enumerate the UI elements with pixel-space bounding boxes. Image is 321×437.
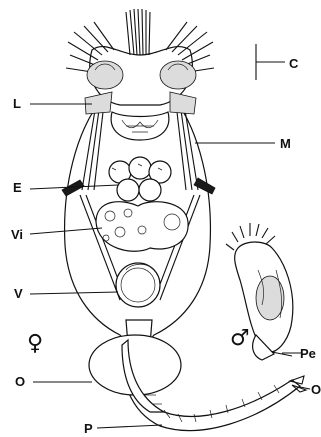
label-E: E bbox=[13, 180, 22, 195]
label-Pe: Pe bbox=[300, 346, 316, 361]
female-corona bbox=[66, 9, 214, 105]
female-rotifer bbox=[62, 9, 306, 431]
label-C: C bbox=[289, 56, 299, 71]
label-V: V bbox=[14, 286, 23, 301]
label-O-right: O bbox=[311, 382, 321, 397]
scale-bar bbox=[256, 44, 285, 80]
label-Vi: Vi bbox=[11, 227, 23, 242]
label-P: P bbox=[84, 421, 93, 436]
label-L: L bbox=[13, 96, 21, 111]
female-symbol: ♀ bbox=[27, 331, 43, 356]
label-M: M bbox=[280, 136, 291, 151]
male-symbol: ♂ bbox=[230, 326, 250, 351]
female-vesicle bbox=[116, 263, 160, 307]
label-O-left: O bbox=[15, 374, 25, 389]
female-lorica-plate bbox=[85, 92, 112, 114]
female-vitellarium bbox=[96, 202, 188, 252]
